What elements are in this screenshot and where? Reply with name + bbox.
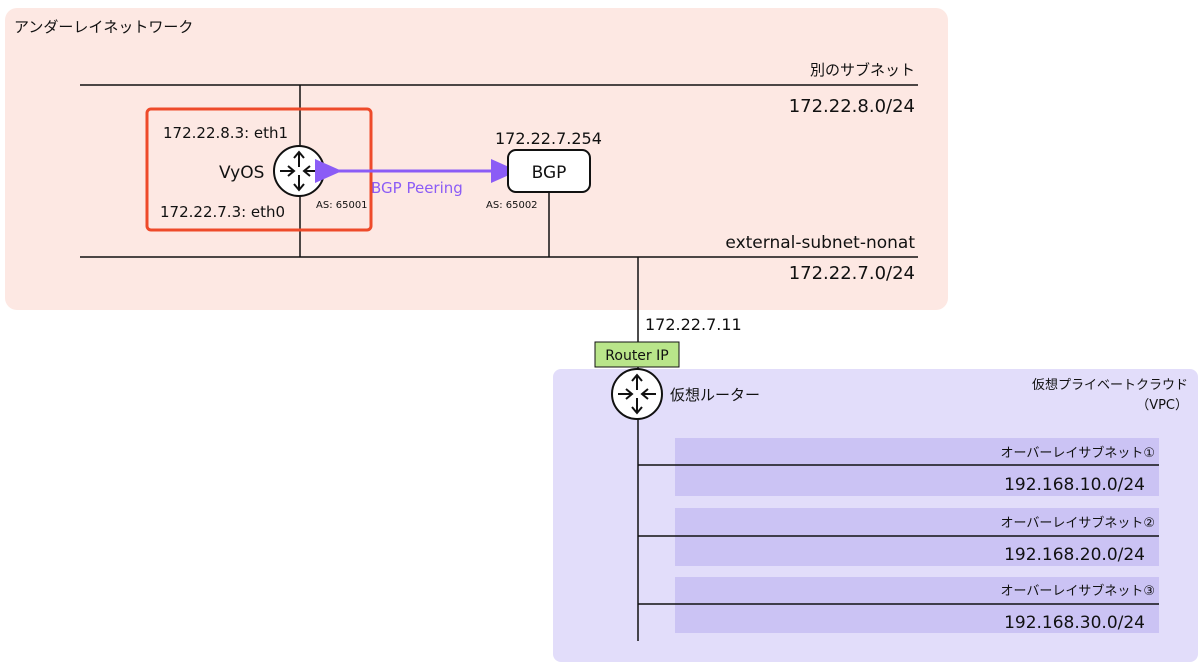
bgp-peering-label: BGP Peering xyxy=(371,179,463,197)
vyos-as-label: AS: 65001 xyxy=(316,200,368,211)
vyos-router-icon xyxy=(273,145,325,197)
router-ip-tag-label: Router IP xyxy=(605,348,668,364)
overlay-subnet-1-cidr: 192.168.10.0/24 xyxy=(1004,475,1145,495)
overlay-subnet-3-name: オーバーレイサブネット③ xyxy=(1000,583,1155,599)
overlay-subnet-1-box xyxy=(675,438,1159,496)
vyos-label: VyOS xyxy=(219,163,264,183)
overlay-subnet-3-cidr: 192.168.30.0/24 xyxy=(1004,613,1145,633)
vpc-title-line1: 仮想プライベートクラウド xyxy=(1032,377,1188,393)
subnet-top-name: 別のサブネット xyxy=(810,61,915,79)
router-ip-address: 172.22.7.11 xyxy=(645,315,742,334)
overlay-subnet-1-name: オーバーレイサブネット① xyxy=(1000,445,1155,461)
vyos-eth0-label: 172.22.7.3: eth0 xyxy=(160,203,285,221)
subnet-bottom-cidr: 172.22.7.0/24 xyxy=(789,263,915,284)
bgp-peer-label: BGP xyxy=(532,163,567,183)
overlay-subnet-2-cidr: 192.168.20.0/24 xyxy=(1004,545,1145,565)
bgp-peer-as-label: AS: 65002 xyxy=(486,200,538,211)
underlay-network-title: アンダーレイネットワーク xyxy=(14,18,193,36)
vpc-title-line2: （VPC） xyxy=(1136,398,1188,413)
subnet-top-cidr: 172.22.8.0/24 xyxy=(789,96,915,117)
virtual-router-label: 仮想ルーター xyxy=(670,386,760,404)
subnet-bottom-name: external-subnet-nonat xyxy=(725,233,915,253)
overlay-subnet-3-box xyxy=(675,577,1159,633)
router-ip-tag xyxy=(594,341,680,368)
overlay-subnet-2-box xyxy=(675,508,1159,566)
bgp-peer-ip: 172.22.7.254 xyxy=(495,129,602,148)
overlay-subnet-2-name: オーバーレイサブネット② xyxy=(1000,515,1155,531)
virtual-router-icon xyxy=(611,368,663,420)
vyos-eth1-label: 172.22.8.3: eth1 xyxy=(163,124,288,142)
bgp-peer-box xyxy=(507,149,591,193)
